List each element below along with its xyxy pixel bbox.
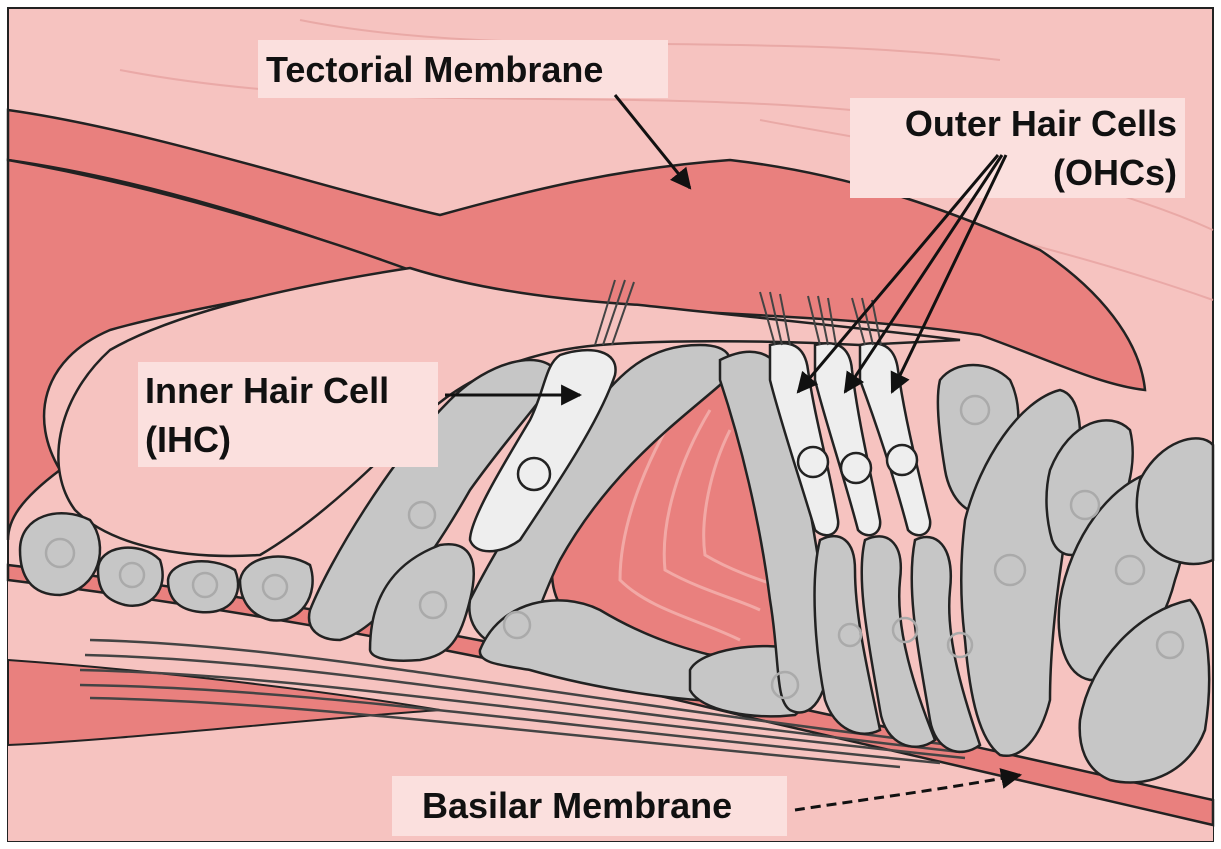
inner-hair-cell-label: Inner Hair Cell xyxy=(145,370,389,411)
tectorial-membrane-label: Tectorial Membrane xyxy=(266,49,603,90)
inner-hair-cell-abbrev: (IHC) xyxy=(145,419,231,460)
outer-hair-cells-label: Outer Hair Cells xyxy=(905,103,1177,144)
basilar-membrane-label: Basilar Membrane xyxy=(422,785,732,826)
outer-hair-cells-abbrev: (OHCs) xyxy=(1053,152,1177,193)
